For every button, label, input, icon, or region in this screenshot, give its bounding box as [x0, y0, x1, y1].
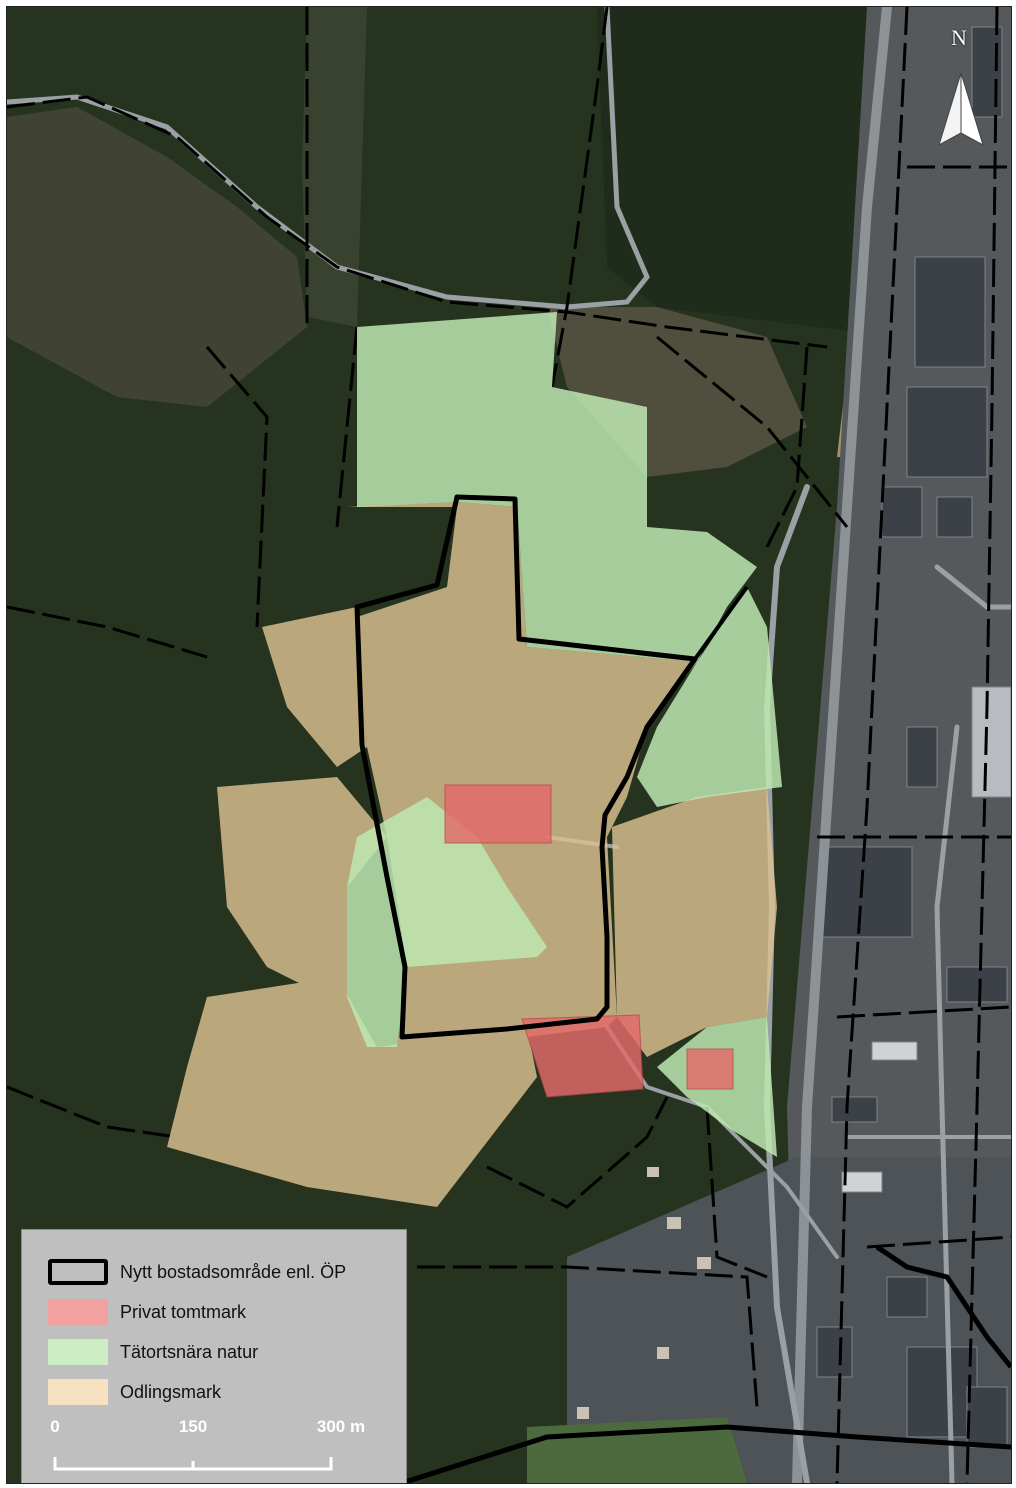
- boundary-extension: [693, 585, 749, 661]
- highway: [792, 7, 892, 1483]
- private-plot-3: [686, 1048, 734, 1090]
- map-legend: Nytt bostadsområde enl. ÖP Privat tomtma…: [21, 1229, 407, 1483]
- scale-bar: 0 150 300 m: [33, 1417, 365, 1483]
- legend-swatch-nature: [48, 1339, 108, 1365]
- private-plot-1: [444, 784, 552, 844]
- nature-areas: [347, 312, 782, 1157]
- farmland-south: [167, 977, 537, 1207]
- clearing-strip: [302, 7, 367, 327]
- legend-label: Odlingsmark: [120, 1381, 222, 1402]
- legend-swatch-outline: [48, 1259, 108, 1285]
- private-plots: [444, 784, 734, 1098]
- farmland-southwest: [217, 777, 387, 997]
- legend-item-nature: Tätortsnära natur: [48, 1338, 258, 1366]
- legend-label: Nytt bostadsområde enl. ÖP: [120, 1261, 347, 1282]
- legend-swatch-private: [48, 1299, 108, 1325]
- clearing-northwest: [7, 107, 307, 407]
- map-frame: N Nytt bostadsområde enl. ÖP Privat tomt…: [6, 6, 1012, 1484]
- forest-northeast: [597, 7, 907, 337]
- legend-swatch-farmland: [48, 1379, 108, 1405]
- scale-label-150: 150: [178, 1417, 208, 1436]
- legend-item-private-plot: Privat tomtmark: [48, 1298, 246, 1326]
- north-arrow-icon: [938, 72, 984, 145]
- north-letter: N: [951, 25, 967, 50]
- southeast-boundary-line: [875, 1244, 1011, 1369]
- legend-item-new-residential: Nytt bostadsområde enl. ÖP: [48, 1258, 346, 1286]
- property-lines: [7, 7, 1011, 1483]
- legend-label: Tätortsnära natur: [120, 1341, 259, 1362]
- nature-center: [347, 797, 547, 1047]
- houses-south: [577, 1167, 711, 1419]
- legend-label: Privat tomtmark: [120, 1301, 247, 1322]
- south-boundary-line: [401, 1424, 1011, 1483]
- farmland-west: [262, 607, 367, 767]
- buildings: [816, 26, 1011, 1448]
- urban-south: [567, 1157, 1011, 1483]
- scale-label-300: 300 m: [316, 1417, 366, 1436]
- legend-item-farmland: Odlingsmark: [48, 1378, 221, 1406]
- farmland-east: [612, 787, 777, 1057]
- scale-bar-line: [53, 1457, 333, 1471]
- nature-north: [357, 312, 757, 662]
- scale-label-0: 0: [50, 1417, 60, 1436]
- nature-east: [637, 587, 782, 807]
- road-north-curve: [7, 7, 650, 310]
